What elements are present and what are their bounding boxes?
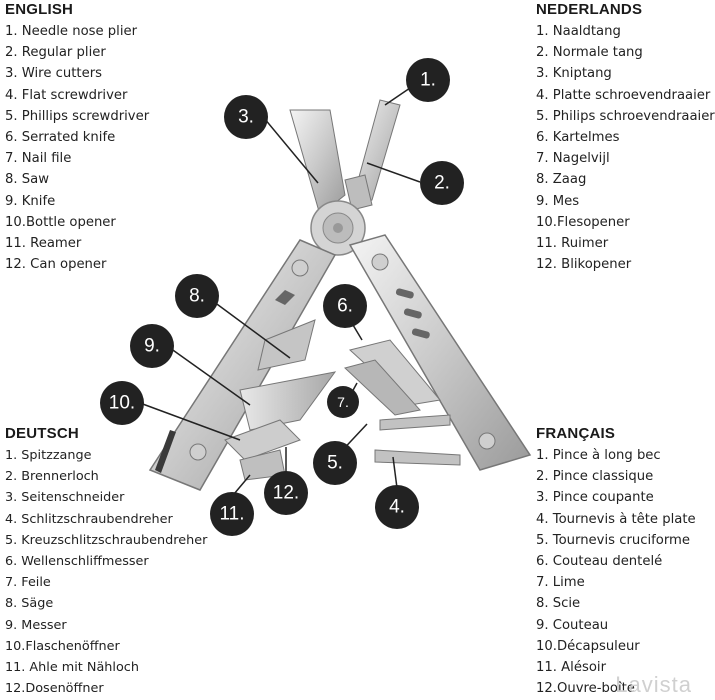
callout-9: 9.: [130, 324, 174, 368]
legend-item: 7. Nagelvijl: [536, 151, 610, 167]
svg-text:9.: 9.: [144, 336, 160, 357]
svg-text:7.: 7.: [337, 394, 349, 410]
legend-item: 6. Couteau dentelé: [536, 554, 663, 570]
legend-item: 5. Kreuzschlitzschraubendreher: [5, 532, 208, 548]
legend-item: 9. Messer: [5, 617, 67, 633]
svg-text:2.: 2.: [434, 173, 450, 194]
english-title: ENGLISH: [5, 1, 74, 18]
callout-11: 11.: [210, 492, 254, 536]
legend-item: 8. Zaag: [536, 172, 587, 188]
svg-text:11.: 11.: [219, 504, 244, 525]
legend-item: 8. Säge: [5, 596, 54, 612]
legend-item: 12.Dosenöffner: [5, 681, 104, 697]
pivot: [310, 200, 366, 256]
legend-item: 4. Tournevis à tête plate: [536, 511, 696, 527]
legend-item: 6. Serrated knife: [5, 130, 116, 146]
legend-item: 8. Scie: [536, 596, 581, 612]
deployed-tools: [224, 319, 461, 481]
legend-item: 2. Brennerloch: [5, 469, 99, 485]
german-title: DEUTSCH: [5, 425, 79, 442]
french-title: FRANÇAIS: [536, 425, 616, 442]
legend-item: 1. Naaldtang: [536, 24, 621, 39]
german-legend: DEUTSCH 1. Spitzzange 2. Brennerloch 3. …: [5, 425, 207, 699]
legend-item: 9. Couteau: [536, 617, 609, 633]
svg-text:8.: 8.: [189, 286, 205, 307]
legend-item: 2. Normale tang: [536, 45, 643, 61]
callout-7: 7.: [327, 386, 359, 418]
legend-item: 12.Ouvre-boîte: [536, 681, 635, 697]
legend-item: 7. Nail file: [5, 151, 72, 167]
legend-item: 3. Pince coupante: [536, 490, 654, 506]
legend-item: 5. Phillips screwdriver: [5, 108, 150, 124]
leader-lines: [139, 87, 421, 495]
legend-item: 3. Kniptang: [536, 66, 612, 82]
plier-jaws: [289, 99, 401, 216]
svg-text:10.: 10.: [109, 393, 135, 414]
legend-item: 1. Needle nose plier: [5, 24, 138, 39]
legend-item: 4. Schlitzschraubendreher: [5, 511, 173, 527]
left-handle: [148, 239, 337, 491]
legend-item: 12. Blikopener: [536, 257, 632, 273]
legend-item: 5. Philips schroevendraaier: [536, 108, 715, 124]
legend-item: 10.Flesopener: [536, 214, 630, 230]
callout-10: 10.: [100, 381, 144, 425]
svg-text:12.: 12.: [273, 483, 299, 504]
legend-item: 5. Tournevis cruciforme: [536, 532, 691, 548]
english-list: 1. Needle nose plier 2. Regular plier 3.…: [5, 21, 149, 275]
svg-text:1.: 1.: [420, 70, 436, 91]
svg-text:5.: 5.: [327, 453, 343, 474]
legend-item: 4. Platte schroevendraaier: [536, 87, 711, 103]
legend-item: 1. Spitzzange: [5, 448, 92, 463]
legend-item: 6. Kartelmes: [536, 130, 620, 146]
legend-item: 7. Feile: [5, 575, 51, 591]
dutch-title: NEDERLANDS: [536, 1, 643, 18]
legend-item: 10.Décapsuleur: [536, 638, 640, 654]
legend-item: 11. Ruimer: [536, 236, 609, 252]
callout-6: 6.: [323, 284, 367, 328]
multitool-illustration: 1. 2. 3. 4. 5. 6. 7. 8. 9. 10. 11. 12.: [100, 58, 532, 536]
legend-item: 11. Alésoir: [536, 660, 606, 676]
callout-3: 3.: [224, 95, 268, 139]
dutch-list: 1. Naaldtang 2. Normale tang 3. Kniptang…: [536, 21, 715, 275]
legend-item: 11. Reamer: [5, 236, 82, 252]
svg-text:3.: 3.: [238, 107, 254, 128]
legend-item: 10.Bottle opener: [5, 214, 116, 230]
legend-item: 3. Wire cutters: [5, 66, 102, 82]
french-list: 1. Pince à long bec 2. Pince classique 3…: [536, 445, 696, 699]
legend-item: 10.Flaschenöffner: [5, 638, 120, 654]
legend-item: 9. Knife: [5, 193, 56, 209]
callout-4: 4.: [375, 485, 419, 529]
legend-item: 2. Pince classique: [536, 469, 654, 485]
svg-text:4.: 4.: [389, 497, 405, 518]
callout-1: 1.: [406, 58, 450, 102]
legend-item: 6. Wellenschliffmesser: [5, 554, 149, 570]
french-legend: FRANÇAIS 1. Pince à long bec 2. Pince cl…: [536, 425, 696, 699]
right-handle: [348, 234, 532, 471]
legend-item: 8. Saw: [5, 172, 50, 188]
svg-text:6.: 6.: [337, 296, 353, 317]
dutch-legend: NEDERLANDS 1. Naaldtang 2. Normale tang …: [536, 1, 715, 275]
legend-item: 4. Flat screwdriver: [5, 87, 128, 103]
legend-item: 12. Can opener: [5, 257, 107, 273]
english-legend: ENGLISH 1. Needle nose plier 2. Regular …: [5, 1, 149, 275]
callout-5: 5.: [313, 441, 357, 485]
legend-item: 2. Regular plier: [5, 45, 106, 61]
callout-8: 8.: [175, 274, 219, 318]
legend-item: 7. Lime: [536, 575, 585, 591]
legend-item: 9. Mes: [536, 193, 580, 209]
legend-item: 3. Seitenschneider: [5, 490, 125, 506]
callout-2: 2.: [420, 161, 464, 205]
legend-item: 1. Pince à long bec: [536, 448, 661, 463]
german-list: 1. Spitzzange 2. Brennerloch 3. Seitensc…: [5, 445, 207, 699]
callout-12: 12.: [264, 471, 308, 515]
legend-item: 11. Ahle mit Nähloch: [5, 660, 139, 676]
watermark: Lavista: [615, 672, 692, 697]
